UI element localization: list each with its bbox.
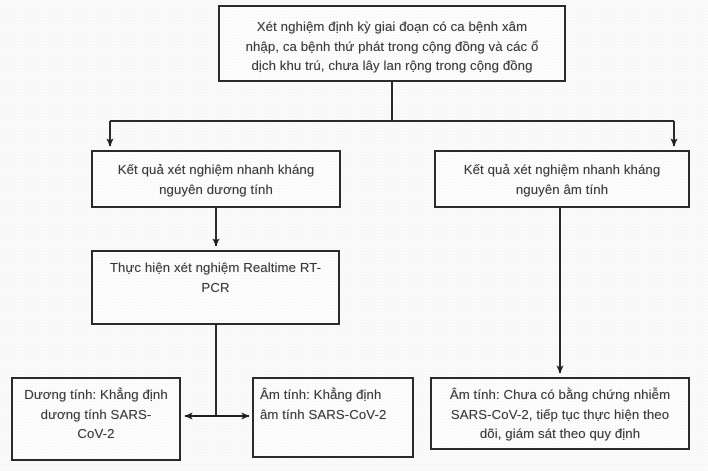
node-pcr-positive-label: Dương tính: Khẳng định dương tính SARS- … (24, 387, 168, 441)
node-pcr-negative-label: Âm tính: Khẳng định âm tính SARS-CoV-2 (260, 387, 387, 422)
edge-root-split (106, 81, 678, 147)
node-antigen-positive-label: Kết quả xét nghiệm nhanh kháng nguyên dư… (117, 162, 315, 197)
node-pcr-positive: Dương tính: Khẳng định dương tính SARS- … (11, 377, 181, 461)
node-rt-pcr-label: Thực hiện xét nghiệm Realtime RT- PCR (109, 260, 322, 295)
node-antigen-negative-label: Kết quả xét nghiệm nhanh kháng nguyên âm… (463, 162, 661, 197)
node-root: Xét nghiệm định kỳ giai đoạn có ca bệnh … (218, 5, 566, 82)
node-negative-followup: Âm tính: Chưa có bằng chứng nhiễm SARS-C… (430, 377, 690, 450)
node-pcr-negative: Âm tính: Khẳng định âm tính SARS-CoV-2 (252, 377, 414, 458)
node-antigen-negative: Kết quả xét nghiệm nhanh kháng nguyên âm… (434, 150, 690, 208)
edge-rtpcr-to-results (184, 325, 250, 420)
node-root-label: Xét nghiệm định kỳ giai đoạn có ca bệnh … (245, 19, 539, 73)
node-rt-pcr: Thực hiện xét nghiệm Realtime RT- PCR (91, 250, 340, 325)
node-negative-followup-label: Âm tính: Chưa có bằng chứng nhiễm SARS-C… (449, 387, 671, 441)
node-antigen-positive: Kết quả xét nghiệm nhanh kháng nguyên dư… (91, 150, 341, 208)
